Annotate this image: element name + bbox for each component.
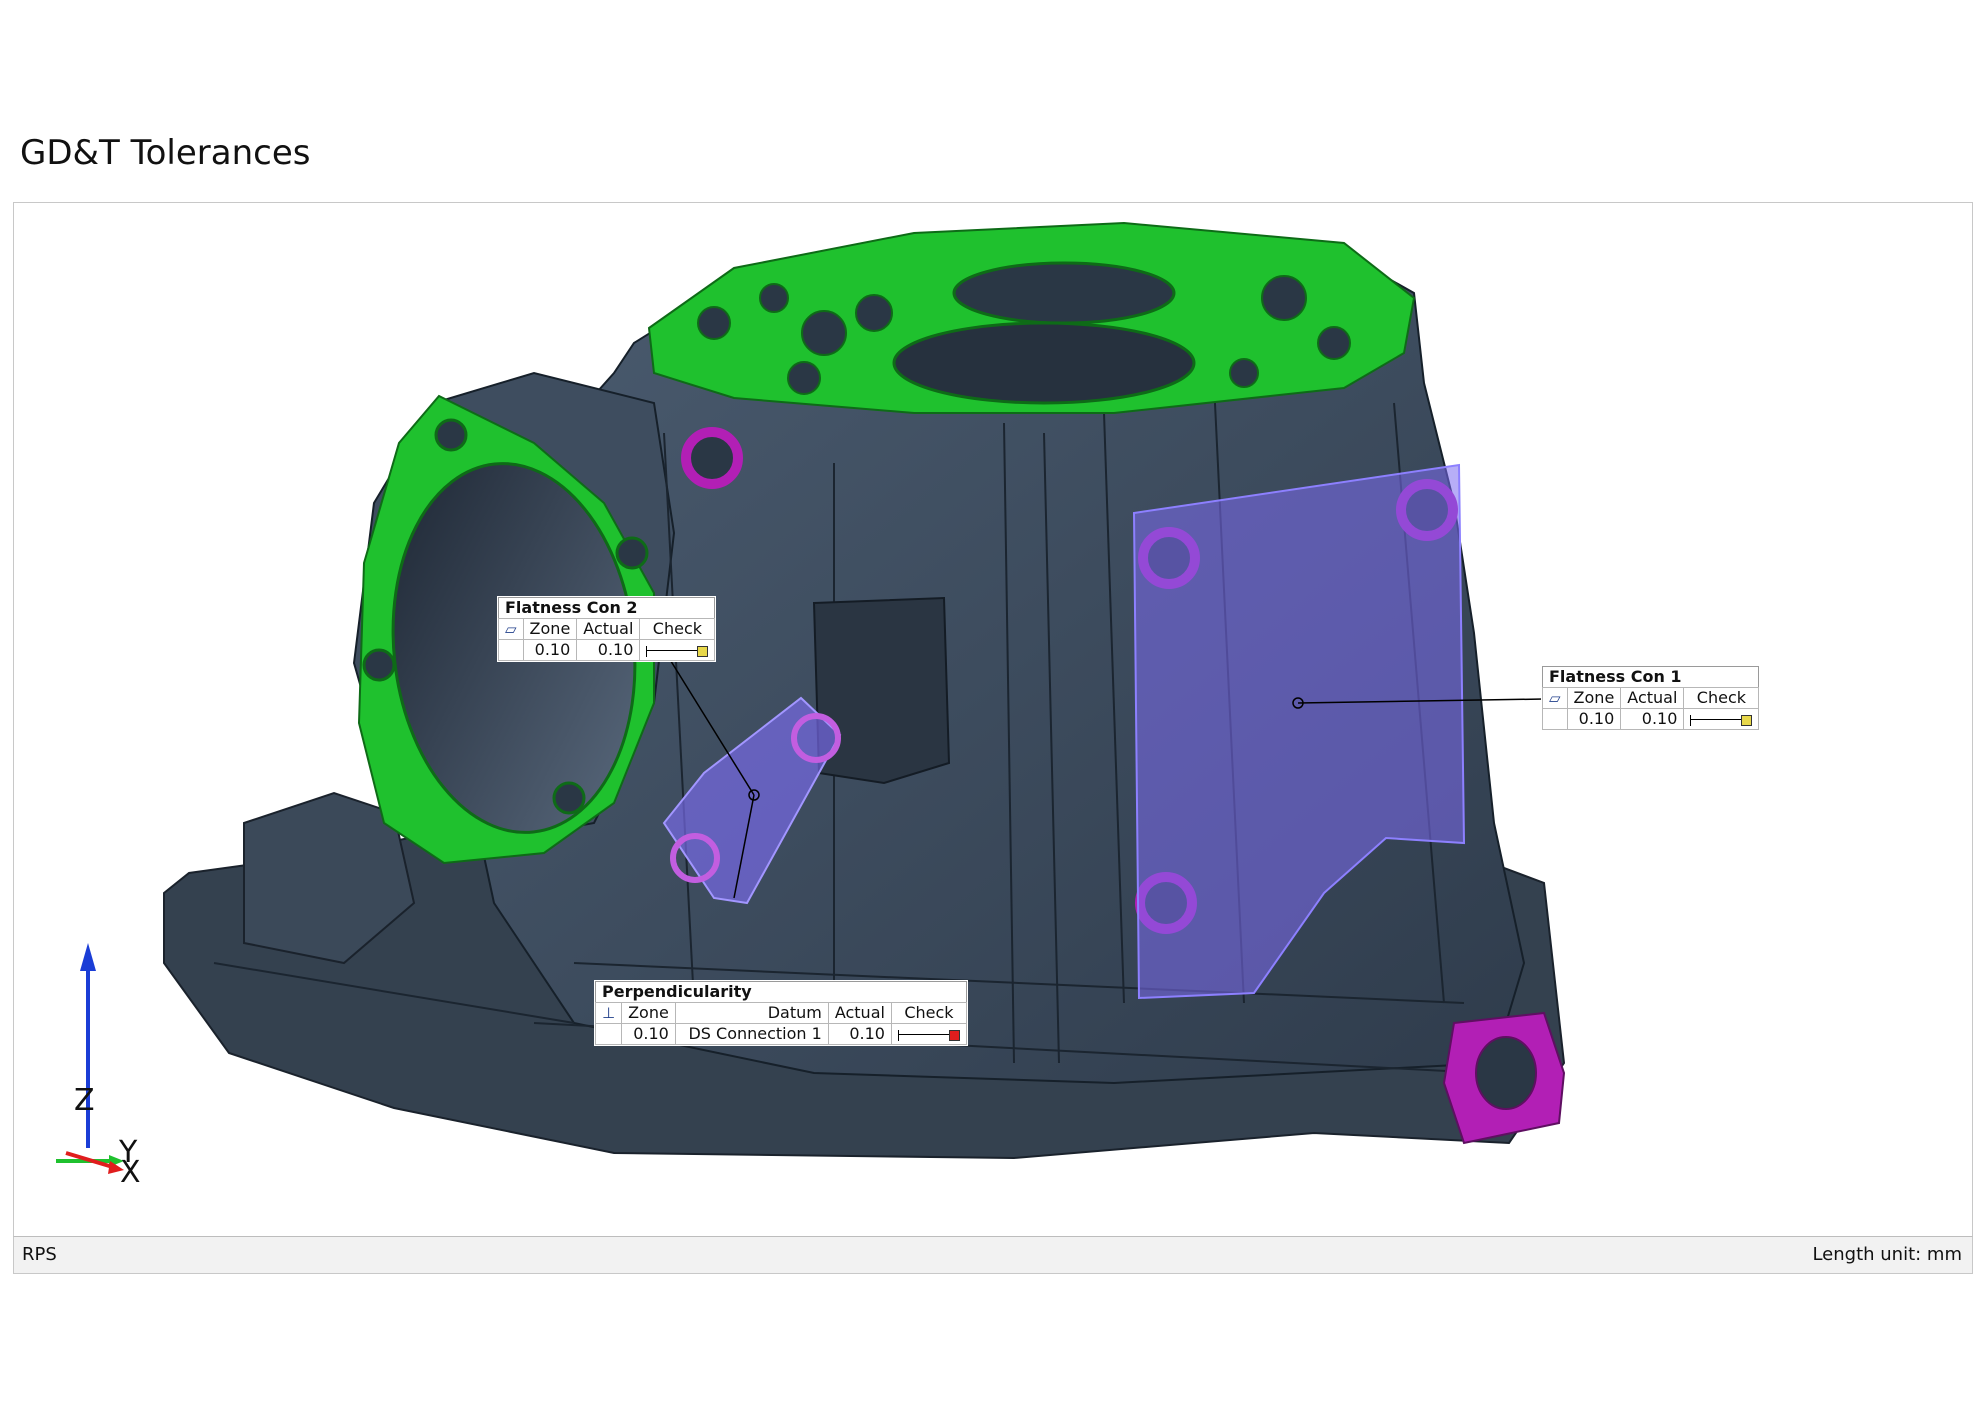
top-flange-holes — [697, 275, 1351, 395]
check-bar — [890, 1023, 967, 1045]
page-title: GD&T Tolerances — [20, 133, 311, 173]
actual-value: 0.10 — [827, 1023, 892, 1045]
zone-header: Zone — [1566, 687, 1622, 709]
flatness-icon: ▱ — [498, 618, 524, 640]
top-bore-lower — [892, 321, 1196, 405]
length-unit: Length unit: mm — [1812, 1244, 1962, 1265]
ok-indicator — [697, 645, 709, 657]
empty-cell — [498, 639, 524, 661]
axis-triad[interactable] — [56, 943, 124, 1174]
leader-anchor-flat2 — [748, 789, 760, 801]
leader-anchor-flat1 — [1292, 697, 1304, 709]
zone-value: 0.10 — [522, 639, 578, 661]
fail-indicator — [948, 1029, 960, 1041]
flatness-con-2-bosses — [670, 713, 841, 883]
zone-value: 0.10 — [621, 1023, 676, 1045]
check-header: Check — [639, 618, 716, 640]
status-bar: RPS Length unit: mm — [13, 1236, 1973, 1274]
leader-lines — [668, 657, 1545, 899]
table-title: Perpendicularity — [595, 981, 967, 1003]
flatness-con-1-table[interactable]: Flatness Con 1 ▱ Zone Actual Check 0.10 … — [1542, 666, 1760, 730]
actual-header: Actual — [576, 618, 641, 640]
table-title: Flatness Con 2 — [498, 597, 715, 619]
check-header: Check — [1683, 687, 1760, 709]
perpendicularity-icon: ⊥ — [594, 1002, 623, 1024]
datum-value: DS Connection 1 — [674, 1023, 829, 1045]
axis-y-label: Y — [119, 1135, 138, 1170]
status-mode: RPS — [22, 1244, 57, 1265]
actual-header: Actual — [1620, 687, 1685, 709]
top-bore-upper — [952, 261, 1176, 325]
perpendicularity-table[interactable]: Perpendicularity ⊥ Zone Datum Actual Che… — [594, 981, 967, 1045]
datum-header: Datum — [674, 1002, 829, 1024]
axis-z-label: Z — [74, 1083, 95, 1118]
zone-header: Zone — [522, 618, 578, 640]
ok-indicator — [1741, 714, 1753, 726]
flatness-con-2-table[interactable]: Flatness Con 2 ▱ Zone Actual Check 0.10 … — [498, 597, 716, 661]
check-bar — [639, 639, 716, 661]
zone-value: 0.10 — [1566, 708, 1622, 730]
check-bar — [1683, 708, 1760, 730]
actual-value: 0.10 — [1620, 708, 1685, 730]
table-title: Flatness Con 1 — [1542, 666, 1759, 688]
check-header: Check — [890, 1002, 967, 1024]
axis-x-label: X — [120, 1155, 141, 1190]
lug-hole — [1475, 1036, 1537, 1110]
left-wing — [243, 791, 416, 965]
body-slot — [812, 596, 951, 785]
zone-header: Zone — [621, 1002, 676, 1024]
actual-header: Actual — [827, 1002, 892, 1024]
flatness-con-1-plane — [1132, 463, 1466, 1000]
empty-cell — [594, 1023, 623, 1045]
actual-value: 0.10 — [576, 639, 641, 661]
flatness-icon: ▱ — [1542, 687, 1568, 709]
empty-cell — [1542, 708, 1568, 730]
